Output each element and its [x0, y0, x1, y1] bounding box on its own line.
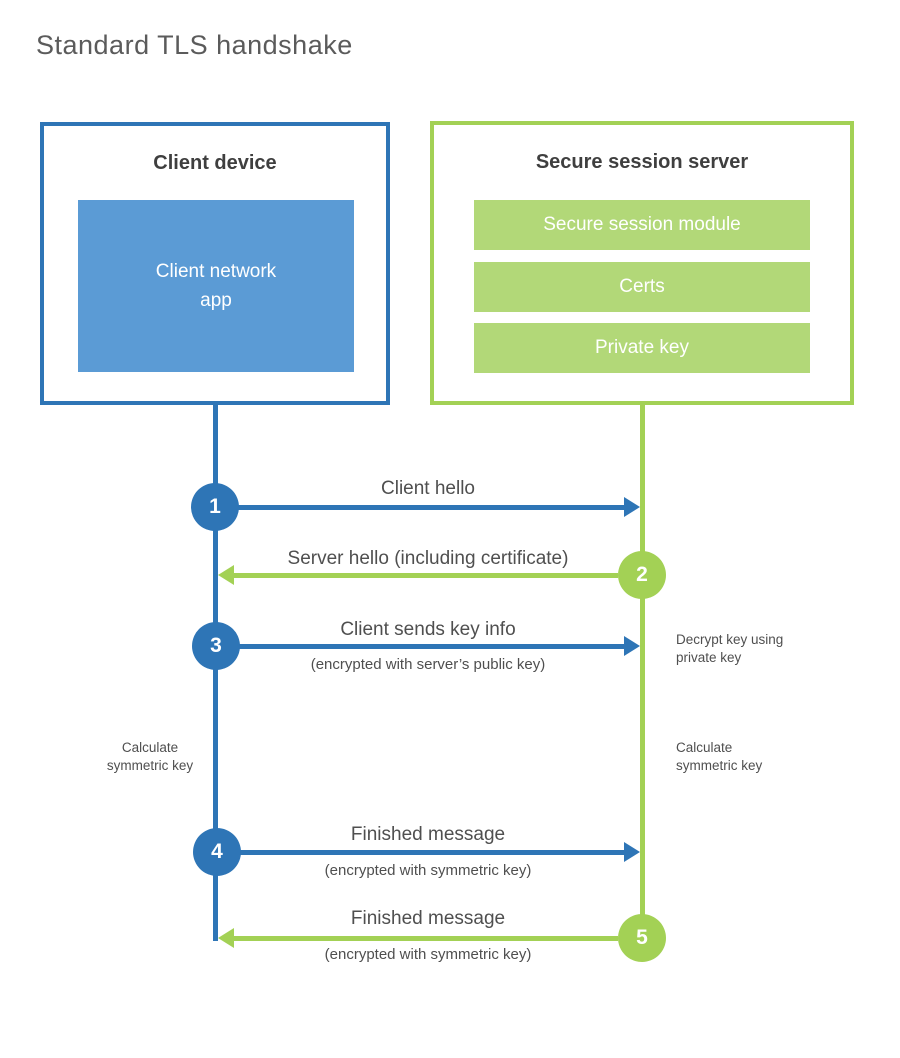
decrypt-key-note: Decrypt key using private key [676, 632, 784, 665]
arrow-right-icon [624, 636, 640, 656]
step-circle-5: 5 [618, 914, 666, 962]
client-lifeline [213, 405, 218, 941]
client-network-app-rect: Client network app [78, 200, 354, 372]
arrow-left-icon [218, 928, 234, 948]
page-title: Standard TLS handshake [36, 30, 353, 60]
step-number: 3 [210, 634, 222, 657]
arrow-line-step1 [237, 505, 624, 510]
arrow-line-step5 [234, 936, 618, 941]
step-circle-3: 3 [192, 622, 240, 670]
server-lifeline [640, 405, 645, 938]
calculate-symmetric-key-note-server: Calculate symmetric key [676, 740, 763, 773]
step-number: 4 [211, 840, 223, 863]
secure-session-server-box: Secure session server Secure session mod… [430, 121, 854, 405]
step-circle-2: 2 [618, 551, 666, 599]
step-number: 1 [209, 495, 221, 518]
arrow-left-icon [218, 565, 234, 585]
step-circle-4: 4 [193, 828, 241, 876]
server-box-title: Secure session server [535, 151, 749, 173]
message-label-client-hello: Client hello [381, 478, 475, 499]
calculate-symmetric-key-note-client: Calculate symmetric key [106, 740, 194, 773]
client-box-title: Client device [153, 152, 277, 174]
step-circle-1: 1 [191, 483, 239, 531]
message-label-server-hello: Server hello (including certificate) [287, 548, 569, 569]
message-label-finished-server: Finished message [350, 908, 506, 929]
message-sublabel-finished-server: (encrypted with symmetric key) [324, 946, 532, 963]
server-module-certs: Certs [474, 262, 810, 312]
arrow-right-icon [624, 497, 640, 517]
message-sublabel-finished-client: (encrypted with symmetric key) [324, 862, 532, 879]
arrow-line-step4 [239, 850, 624, 855]
step-number: 2 [636, 563, 648, 586]
client-device-box: Client device Client network app [40, 122, 390, 405]
server-module-secure-session: Secure session module [474, 200, 810, 250]
arrow-line-step3 [238, 644, 624, 649]
server-module-private-key: Private key [474, 323, 810, 373]
message-label-key-info: Client sends key info [340, 619, 516, 640]
arrow-line-step2 [234, 573, 618, 578]
message-sublabel-key-info: (encrypted with server’s public key) [310, 656, 546, 673]
arrow-right-icon [624, 842, 640, 862]
step-number: 5 [636, 926, 648, 949]
message-label-finished-client: Finished message [350, 824, 506, 845]
